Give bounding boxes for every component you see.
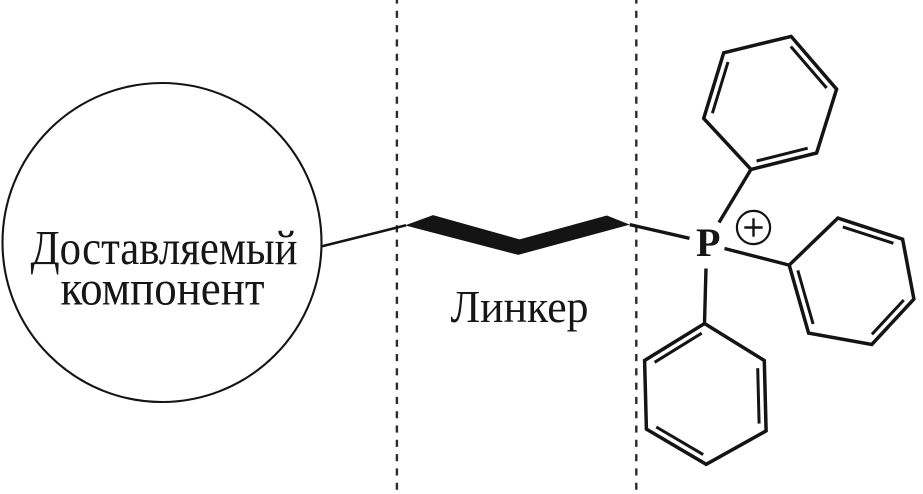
svg-text:Линкер: Линкер: [451, 282, 589, 332]
svg-text:Доставляемый: Доставляемый: [31, 220, 298, 275]
svg-text:компонент: компонент: [61, 261, 265, 316]
svg-text:P: P: [696, 220, 720, 265]
